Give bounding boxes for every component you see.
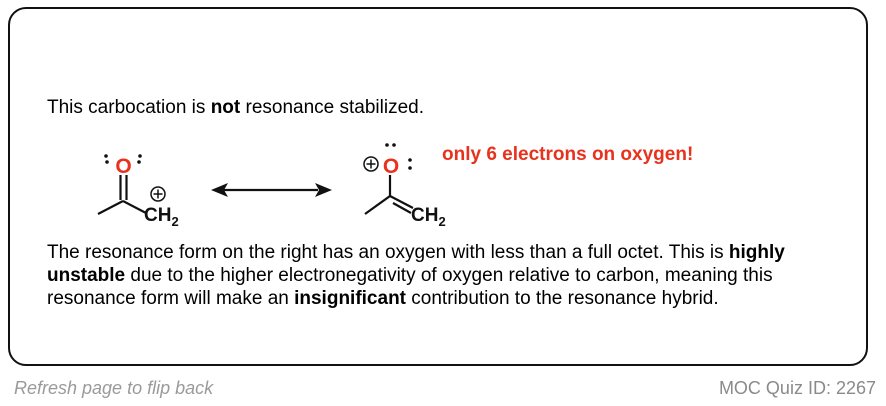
headline-suffix: resonance stabilized. <box>240 97 425 118</box>
left-ch2-group: CH2 <box>144 205 179 229</box>
right-lone-pair-dot <box>408 166 412 170</box>
right-structure: O CH2 <box>363 143 446 229</box>
right-lone-pair-dot <box>392 143 396 147</box>
headline: This carbocation is not resonance stabil… <box>47 96 424 120</box>
left-structure: O CH2 <box>97 154 179 229</box>
left-lone-pair-dot <box>137 160 141 164</box>
headline-prefix: This carbocation is <box>47 97 211 118</box>
right-lone-pair-dot <box>385 143 389 147</box>
quiz-id-label: MOC Quiz ID: 2267 <box>718 378 876 398</box>
resonance-arrow <box>211 183 332 197</box>
explanation-bold-2: insignificant <box>294 288 407 309</box>
left-lone-pair-dot <box>138 154 142 158</box>
explanation-part-3: contribution to the resonance hybrid. <box>406 288 719 309</box>
resonance-arrow-left-head-icon <box>211 183 228 197</box>
left-methyl-bond <box>97 200 124 215</box>
right-positive-charge-icon <box>363 156 379 172</box>
right-cc-double-bond-1 <box>389 195 414 209</box>
flashcard[interactable] <box>8 7 868 366</box>
right-oxygen-atom: O <box>383 155 399 178</box>
right-methyl-bond <box>364 195 391 215</box>
headline-emphasis: not <box>210 97 241 118</box>
explanation-bold-1: highly unstable <box>47 242 785 286</box>
explanation-text: The resonance form on the right has an o… <box>47 241 847 310</box>
left-oxygen-atom: O <box>115 155 131 178</box>
left-lone-pair-dot <box>105 160 109 164</box>
left-cch2-bond <box>122 200 147 214</box>
resonance-arrow-right-head-icon <box>315 183 332 197</box>
explanation-part-2: due to the higher electronegativity of o… <box>47 265 773 309</box>
left-lone-pair-dot <box>104 154 108 158</box>
right-cc-double-bond-2 <box>392 202 412 214</box>
refresh-hint-link[interactable]: Refresh page to flip back <box>14 378 214 398</box>
explanation-part-1: The resonance form on the right has an o… <box>47 242 729 263</box>
right-lone-pair-dot <box>408 158 412 162</box>
right-ch2-group: CH2 <box>411 205 446 229</box>
left-positive-charge-icon <box>150 186 166 202</box>
octet-warning-note: only 6 electrons on oxygen! <box>442 144 693 165</box>
